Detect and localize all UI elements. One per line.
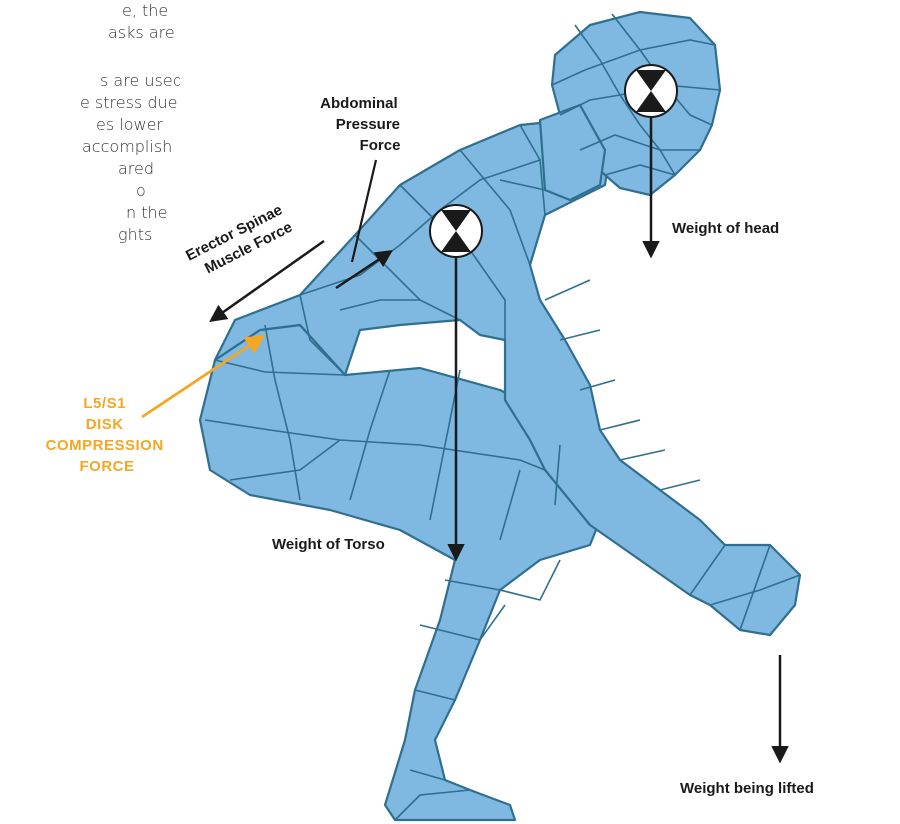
- weight-torso-label: Weight of Torso: [272, 536, 385, 553]
- l5s1-label: L5/S1 DISK COMPRESSION FORCE: [46, 395, 169, 475]
- l5s1-label-line: FORCE: [80, 458, 135, 475]
- human-figure: [200, 12, 800, 820]
- abdominal-label-line: Force: [360, 137, 401, 154]
- l5s1-label-line: COMPRESSION: [46, 437, 164, 454]
- abdominal-label-line: Pressure: [336, 116, 400, 133]
- erector-spinae-label: Erector Spinae Muscle Force: [183, 199, 298, 282]
- abdominal-label-line: Abdominal: [320, 95, 398, 112]
- weight-lifted-label: Weight being lifted: [680, 780, 814, 797]
- abdominal-label: Abdominal Pressure Force: [320, 95, 404, 154]
- l5s1-label-line: L5/S1: [83, 395, 126, 412]
- weight-head-label: Weight of head: [672, 220, 779, 237]
- svg-text:Erector Spinae Muscle Fo: Erector Spinae Muscle Force: [183, 199, 298, 282]
- center-of-mass-head: [625, 65, 677, 117]
- center-of-mass-torso: [430, 205, 482, 257]
- l5s1-label-line: DISK: [86, 416, 124, 433]
